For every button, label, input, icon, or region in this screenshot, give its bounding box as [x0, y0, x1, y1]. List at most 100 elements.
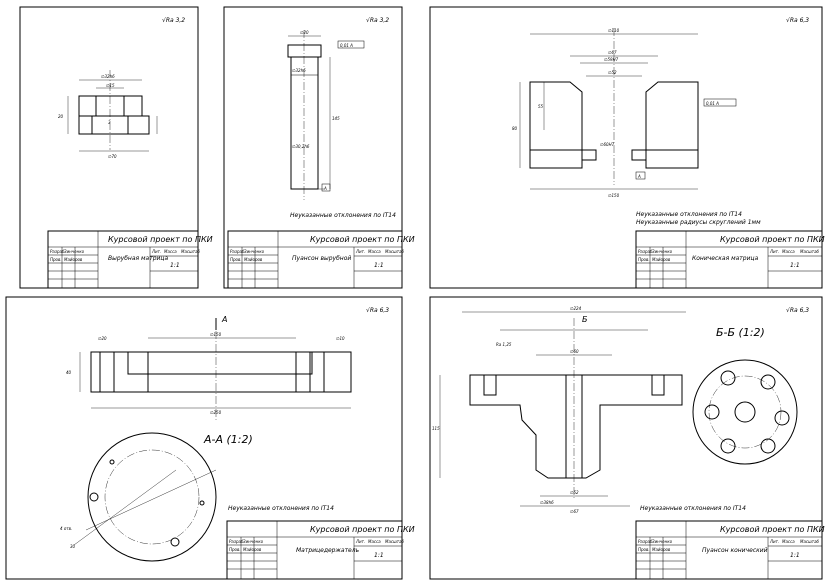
project-title: Курсовой проект по ПКИ [310, 525, 415, 534]
svg-text:Лит.: Лит. [355, 539, 365, 544]
section-view: А-А (1:2) 4 отв. 30 [60, 432, 253, 562]
svg-text:Майоров: Майоров [652, 547, 671, 552]
section-title: А-А (1:2) [203, 433, 253, 446]
svg-text:∅32h6: ∅32h6 [101, 74, 115, 79]
svg-text:∅67: ∅67 [570, 509, 579, 514]
svg-text:∅52: ∅52 [608, 70, 617, 75]
svg-text:Масштаб: Масштаб [385, 249, 405, 254]
general-note: Неуказанные отклонения по IT14 [290, 212, 396, 219]
svg-text:Зинченко: Зинченко [244, 249, 265, 254]
svg-text:Пров.: Пров. [50, 257, 62, 262]
title-block: Курсовой проект по ПКИ Коническая матриц… [635, 230, 825, 289]
roughness-label: √Ra 6,3 [366, 307, 389, 314]
svg-text:Пров.: Пров. [638, 547, 650, 552]
project-title: Курсовой проект по ПКИ [720, 525, 825, 534]
scale: 1:1 [374, 552, 384, 559]
svg-text:Пров.: Пров. [229, 547, 241, 552]
svg-text:Лит.: Лит. [769, 539, 779, 544]
roughness-label: √Ra 6,3 [786, 307, 809, 314]
svg-text:Разраб.: Разраб. [229, 539, 245, 544]
svg-text:∅30,2h6: ∅30,2h6 [292, 144, 310, 149]
section-mark: Б [582, 315, 588, 324]
title-block: Курсовой проект по ПКИ Пуансон вырубной … [227, 230, 415, 289]
svg-text:∅10: ∅10 [336, 336, 345, 341]
svg-text:Майоров: Майоров [243, 547, 262, 552]
part-name: Матрицедержатель [296, 547, 360, 554]
svg-text:Разраб.: Разраб. [638, 539, 654, 544]
svg-text:Масса: Масса [368, 539, 381, 544]
scale: 1:1 [790, 552, 800, 559]
svg-text:Зинченко: Зинченко [243, 539, 264, 544]
svg-text:Масса: Масса [782, 249, 795, 254]
svg-text:30: 30 [70, 544, 76, 549]
svg-text:0,01 A: 0,01 A [340, 43, 353, 48]
svg-text:∅250: ∅250 [210, 410, 222, 415]
section-mark: А [221, 315, 227, 324]
svg-text:Зинченко: Зинченко [64, 249, 85, 254]
scale: 1:1 [170, 262, 180, 269]
svg-text:∅60H7: ∅60H7 [600, 142, 615, 147]
svg-text:Майоров: Майоров [64, 257, 83, 262]
sheet-1: √Ra 3,2 ∅32h6 ∅15 3 ∅70 20 [19, 6, 213, 289]
svg-text:Майоров: Майоров [652, 257, 671, 262]
svg-text:∅60: ∅60 [570, 349, 579, 354]
svg-text:Лит.: Лит. [355, 249, 365, 254]
svg-text:∅110: ∅110 [608, 28, 620, 33]
svg-text:Ra 1,25: Ra 1,25 [496, 342, 512, 347]
svg-text:Разраб.: Разраб. [638, 249, 654, 254]
svg-text:Пров.: Пров. [230, 257, 242, 262]
svg-text:∅20: ∅20 [300, 30, 309, 35]
svg-text:0,01 A: 0,01 A [706, 101, 719, 106]
svg-text:145: 145 [332, 116, 340, 121]
general-note: Неуказанные отклонения по IT14 [640, 505, 746, 512]
svg-text:Пров.: Пров. [638, 257, 650, 262]
roughness-label: √Ra 3,2 [366, 17, 389, 24]
part-drawing: А ∅150 ∅250 ∅20 ∅10 40 [66, 315, 352, 420]
part-name: Пуансон конический [702, 547, 768, 554]
part-name: Коническая матрица [692, 255, 759, 262]
svg-text:Зинченко: Зинченко [652, 539, 673, 544]
svg-text:Масштаб: Масштаб [800, 539, 820, 544]
svg-text:Масса: Масса [368, 249, 381, 254]
svg-text:55: 55 [538, 104, 544, 109]
svg-text:Масса: Масса [164, 249, 177, 254]
svg-text:∅15: ∅15 [106, 83, 115, 88]
svg-text:А: А [323, 186, 327, 191]
svg-text:∅150: ∅150 [210, 332, 222, 337]
svg-text:3: 3 [108, 120, 111, 125]
svg-text:∅224: ∅224 [570, 306, 582, 311]
general-note: Неуказанные отклонения по IT14 [228, 505, 334, 512]
svg-text:Лит.: Лит. [151, 249, 161, 254]
part-drawing: ∅110 ∅67 ∅59H7 ∅52 ∅60H7 ∅150 80 55 0,01… [512, 28, 737, 198]
part-drawing: ∅32h6 ∅15 3 ∅70 20 [58, 70, 158, 159]
svg-text:Масса: Масса [782, 539, 795, 544]
svg-text:Майоров: Майоров [244, 257, 263, 262]
svg-text:Разраб.: Разраб. [230, 249, 246, 254]
svg-text:А: А [637, 174, 641, 179]
section-title: Б-Б (1:2) [716, 326, 765, 339]
scale: 1:1 [790, 262, 800, 269]
sheet-5: √Ra 6,3 Б ∅224 ∅60 ∅52 ∅38h6 ∅67 115 Ra … [429, 296, 825, 580]
title-block: Курсовой проект по ПКИ Матрицедержатель … [226, 520, 415, 580]
svg-text:40: 40 [66, 370, 72, 375]
svg-text:∅150: ∅150 [608, 193, 620, 198]
svg-text:20: 20 [58, 114, 64, 119]
svg-text:4 отв.: 4 отв. [60, 526, 72, 531]
svg-text:Масштаб: Масштаб [800, 249, 820, 254]
svg-text:Масштаб: Масштаб [181, 249, 201, 254]
part-drawing: Б ∅224 ∅60 ∅52 ∅38h6 ∅67 115 Ra 1,25 [432, 306, 686, 514]
project-title: Курсовой проект по ПКИ [310, 235, 415, 244]
sheet-4: √Ra 6,3 А ∅150 ∅250 ∅20 ∅10 40 А-А (1:2) [5, 296, 415, 580]
project-title: Курсовой проект по ПКИ [720, 235, 825, 244]
title-block: Курсовой проект по ПКИ Вырубная матрица … [47, 230, 213, 289]
svg-text:∅38h6: ∅38h6 [540, 500, 554, 505]
sheet-3: √Ra 6,3 ∅110 ∅67 ∅59H7 ∅52 ∅60H7 ∅150 80… [429, 6, 825, 289]
roughness-label: √Ra 6,3 [786, 17, 809, 24]
roughness-label: √Ra 3,2 [162, 17, 185, 24]
svg-text:∅67: ∅67 [608, 50, 617, 55]
svg-text:∅70: ∅70 [108, 154, 117, 159]
sheet-2: √Ra 3,2 ∅20 ∅32h6 ∅30,2h6 145 0,01 A А Н… [223, 6, 415, 289]
svg-text:∅59H7: ∅59H7 [604, 57, 619, 62]
